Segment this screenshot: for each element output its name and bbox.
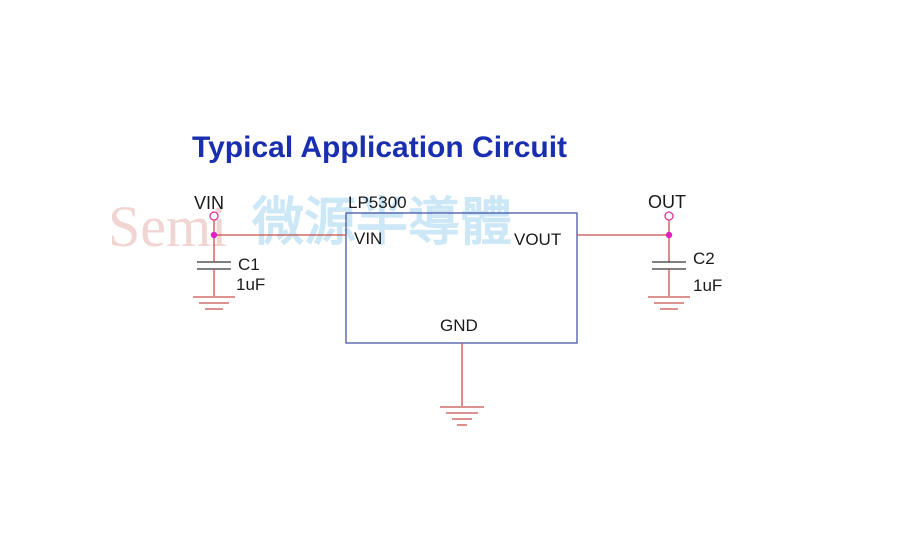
ic-ground-symbol — [440, 406, 484, 426]
out-port-label: OUT — [648, 192, 686, 212]
watermark-cjk-text: 微源半導體 — [251, 193, 512, 253]
c1-ground-symbol — [193, 296, 235, 310]
ic-part-label: LP5300 — [348, 193, 407, 212]
vin-port-terminal — [209, 211, 219, 221]
ic-ground-net — [440, 343, 484, 426]
ic-pin-gnd-label: GND — [440, 316, 478, 335]
capacitor-c2: C2 1uF — [648, 249, 722, 310]
vin-junction-dot — [210, 231, 218, 239]
watermark-latin-text: Semi — [108, 194, 227, 259]
output-net: OUT — [577, 192, 686, 262]
ic-pin-vin-label: VIN — [354, 229, 382, 248]
out-port-terminal — [664, 211, 674, 221]
input-net: VIN — [194, 193, 346, 254]
c1-ref-label: C1 — [238, 255, 260, 274]
ic-pin-vout-label: VOUT — [514, 230, 561, 249]
out-junction-dot — [665, 231, 673, 239]
vin-port-label: VIN — [194, 193, 224, 213]
c2-ground-symbol — [648, 296, 690, 310]
capacitor-c1: C1 1uF — [193, 254, 265, 310]
diagram-title: Typical Application Circuit — [192, 131, 567, 164]
c2-ref-label: C2 — [693, 249, 715, 268]
watermark: Semi 微源半導體 — [108, 193, 512, 259]
c1-value-label: 1uF — [236, 275, 265, 294]
c2-value-label: 1uF — [693, 276, 722, 295]
ic-lp5300: LP5300 VIN VOUT GND — [345, 193, 578, 344]
